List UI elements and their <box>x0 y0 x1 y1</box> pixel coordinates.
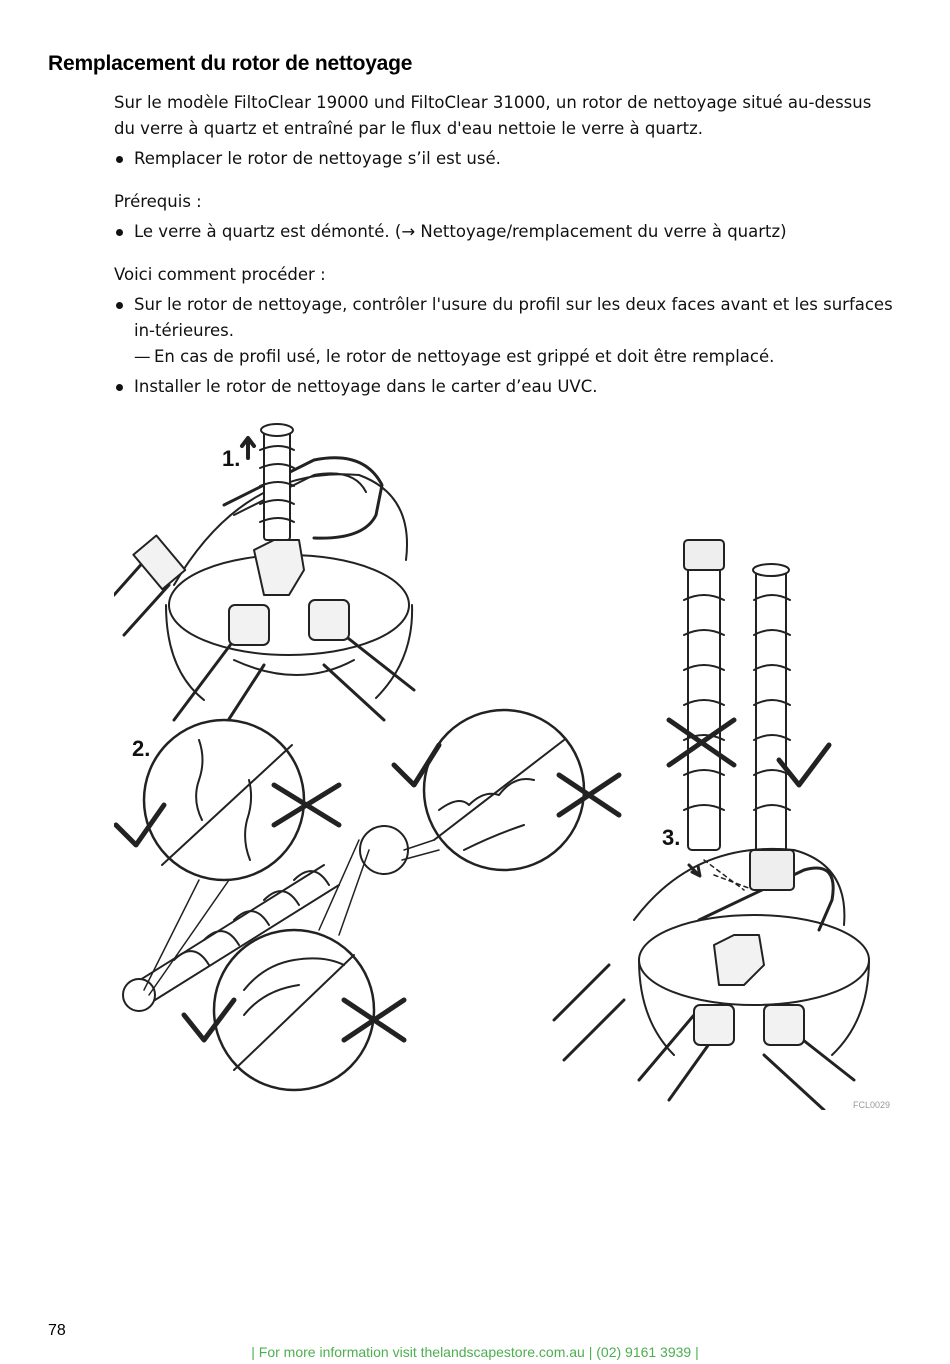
step-2-label: 2. <box>132 736 150 761</box>
prerequisites-bullet: Le verre à quartz est démonté. (→ Nettoy… <box>114 219 894 245</box>
procedure-block: Voici comment procéder : Sur le rotor de… <box>114 262 894 400</box>
intro-bullet: Remplacer le rotor de nettoyage s’il est… <box>114 146 894 172</box>
housing-panel-1 <box>114 423 416 752</box>
figure-code: FCL0029 <box>853 1100 891 1110</box>
procedure-bullet-2: Installer le rotor de nettoyage dans le … <box>114 374 894 400</box>
step-3-label: 3. <box>662 825 680 850</box>
section-heading: Remplacement du rotor de nettoyage <box>48 52 413 75</box>
rotor-replacement-illustration: 1. <box>114 423 870 1110</box>
footer-info-link[interactable]: | For more information visit thelandscap… <box>251 1344 699 1360</box>
procedure-sub-item: En cas de profil usé, le rotor de nettoy… <box>114 344 894 370</box>
installation-panel-3 <box>552 539 870 1110</box>
procedure-label: Voici comment procéder : <box>114 265 326 284</box>
step-1-label: 1. <box>222 446 240 471</box>
page-number: 78 <box>48 1322 66 1339</box>
prerequisites-label: Prérequis : <box>114 192 202 211</box>
inspection-panel-2 <box>114 708 622 1092</box>
intro-block: Sur le modèle FiltoClear 19000 und Filto… <box>114 90 894 172</box>
intro-paragraph: Sur le modèle FiltoClear 19000 und Filto… <box>114 93 872 138</box>
procedure-bullet-1: Sur le rotor de nettoyage, contrôler l'u… <box>114 292 894 344</box>
prerequisites-block: Prérequis : Le verre à quartz est démont… <box>114 189 894 245</box>
